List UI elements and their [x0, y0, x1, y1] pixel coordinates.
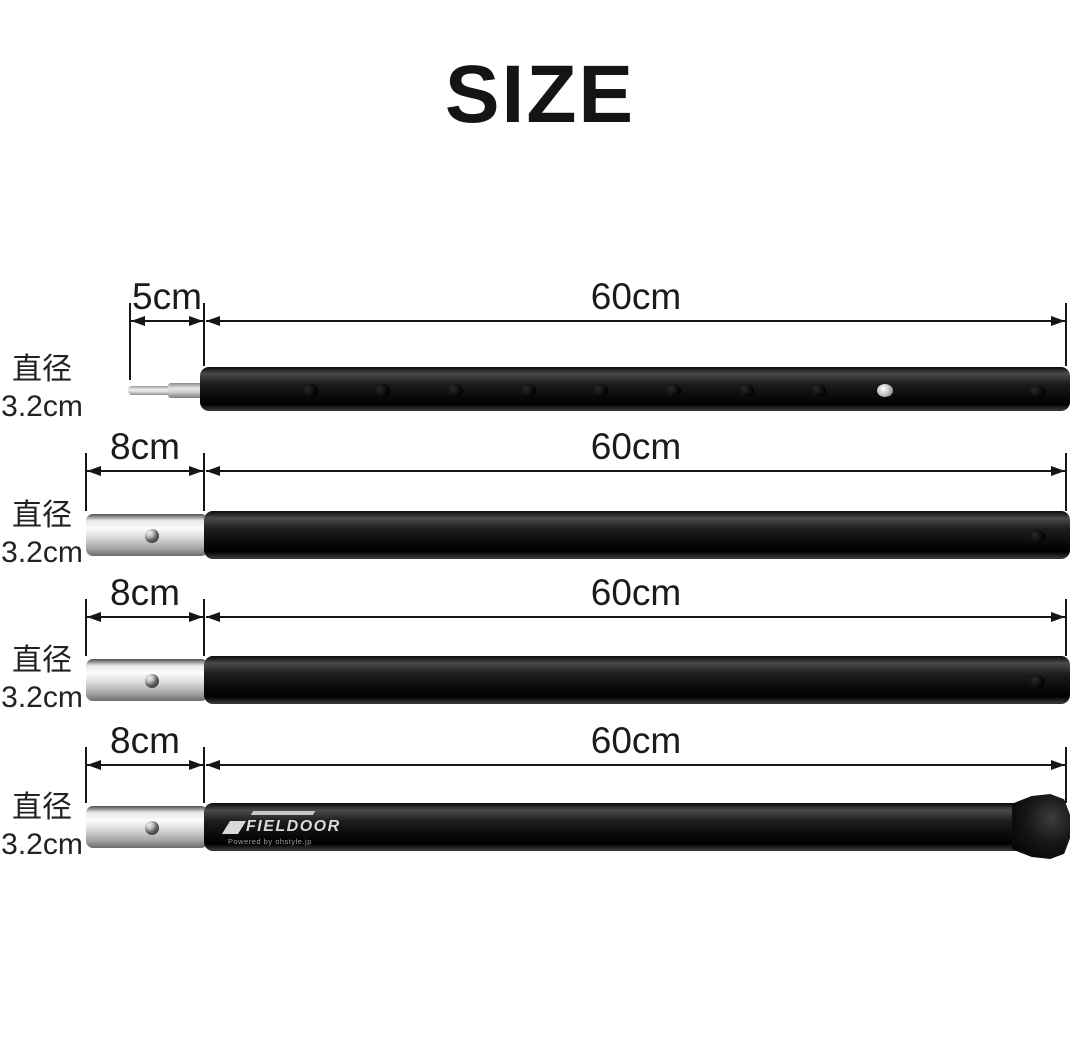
diameter-label: 直径 3.2cm: [0, 497, 84, 571]
diameter-text: 直径: [12, 353, 72, 386]
arrowhead-left-icon: [206, 760, 220, 770]
dim-tick: [203, 599, 205, 656]
dim-line-left: [87, 764, 203, 766]
pole-hole: [302, 384, 318, 397]
pole-pin-base: [168, 383, 206, 398]
page-title: SIZE: [444, 49, 636, 140]
dim-tick: [85, 453, 87, 511]
pole-hole: [1029, 675, 1045, 688]
dim-tick: [203, 453, 205, 511]
arrowhead-right-icon: [189, 612, 203, 622]
dim-tick: [1065, 453, 1067, 511]
pole-hole: [520, 384, 536, 397]
brand-tagline: Powered by ohstyle.jp: [228, 837, 312, 846]
arrowhead-left-icon: [206, 612, 220, 622]
dim-line-left: [87, 470, 203, 472]
arrowhead-right-icon: [189, 466, 203, 476]
dim-line-main: [206, 764, 1065, 766]
diameter-value: 3.2cm: [1, 536, 83, 569]
diameter-label: 直径 3.2cm: [0, 642, 84, 716]
dim-tick: [203, 747, 205, 803]
dim-label-main: 60cm: [590, 720, 682, 761]
arrowhead-right-icon: [189, 760, 203, 770]
pole-hole: [1029, 530, 1045, 543]
pole-hole: [374, 384, 390, 397]
arrowhead-left-icon: [206, 316, 220, 326]
pole-hole: [447, 384, 463, 397]
pole-connector: [86, 514, 208, 556]
dim-line-main: [206, 320, 1065, 322]
pole-button-pin: [877, 384, 893, 397]
dim-tick: [1065, 303, 1067, 366]
diameter-value: 3.2cm: [1, 681, 83, 714]
pole-body: [204, 656, 1070, 704]
diameter-text: 直径: [12, 499, 72, 532]
dim-line-main: [206, 470, 1065, 472]
dim-line-left: [87, 616, 203, 618]
dim-tick: [129, 303, 131, 380]
spring-button: [145, 674, 159, 688]
spring-button: [145, 821, 159, 835]
spring-button: [145, 529, 159, 543]
pole-pin-tip: [128, 386, 188, 395]
dim-tick: [203, 303, 205, 366]
arrowhead-right-icon: [1051, 760, 1065, 770]
arrowhead-left-icon: [87, 760, 101, 770]
diameter-value: 3.2cm: [1, 828, 83, 861]
pole-body: FIELDOOR Powered by ohstyle.jp: [204, 803, 1040, 851]
pole-body: [204, 511, 1070, 559]
diameter-text: 直径: [12, 644, 72, 677]
arrowhead-right-icon: [189, 316, 203, 326]
dim-label-left: 5cm: [132, 276, 202, 317]
pole-body: [200, 367, 1070, 411]
arrowhead-right-icon: [1051, 316, 1065, 326]
arrowhead-right-icon: [1051, 612, 1065, 622]
arrowhead-right-icon: [1051, 466, 1065, 476]
dim-label-main: 60cm: [590, 426, 682, 467]
arrowhead-left-icon: [87, 466, 101, 476]
dim-label-left: 8cm: [110, 426, 180, 467]
dim-tick: [1065, 747, 1067, 803]
diameter-label: 直径 3.2cm: [0, 789, 84, 863]
diameter-text: 直径: [12, 791, 72, 824]
dim-label-left: 8cm: [110, 572, 180, 613]
arrowhead-left-icon: [206, 466, 220, 476]
diameter-label: 直径 3.2cm: [0, 351, 84, 425]
brand-logo: FIELDOOR Powered by ohstyle.jp: [221, 811, 341, 846]
dim-tick: [1065, 599, 1067, 656]
pole-hole: [810, 384, 826, 397]
pole-hole: [1029, 385, 1045, 398]
rubber-foot-cap: [1012, 794, 1070, 859]
dim-label-left: 8cm: [110, 720, 180, 761]
pole-hole: [738, 384, 754, 397]
arrowhead-left-icon: [131, 316, 145, 326]
pole-connector: [86, 659, 208, 701]
pole-hole: [665, 384, 681, 397]
dim-label-main: 60cm: [590, 276, 682, 317]
diameter-value: 3.2cm: [1, 390, 83, 423]
dim-line-left: [131, 320, 203, 322]
logo-flag-icon: [221, 820, 247, 834]
dim-tick: [85, 599, 87, 656]
dim-label-main: 60cm: [590, 572, 682, 613]
pole-hole: [592, 384, 608, 397]
pole-connector: [86, 806, 208, 848]
arrowhead-left-icon: [87, 612, 101, 622]
brand-name: FIELDOOR: [246, 818, 341, 835]
dim-tick: [85, 747, 87, 803]
dim-line-main: [206, 616, 1065, 618]
logo-stripe-icon: [250, 811, 316, 815]
